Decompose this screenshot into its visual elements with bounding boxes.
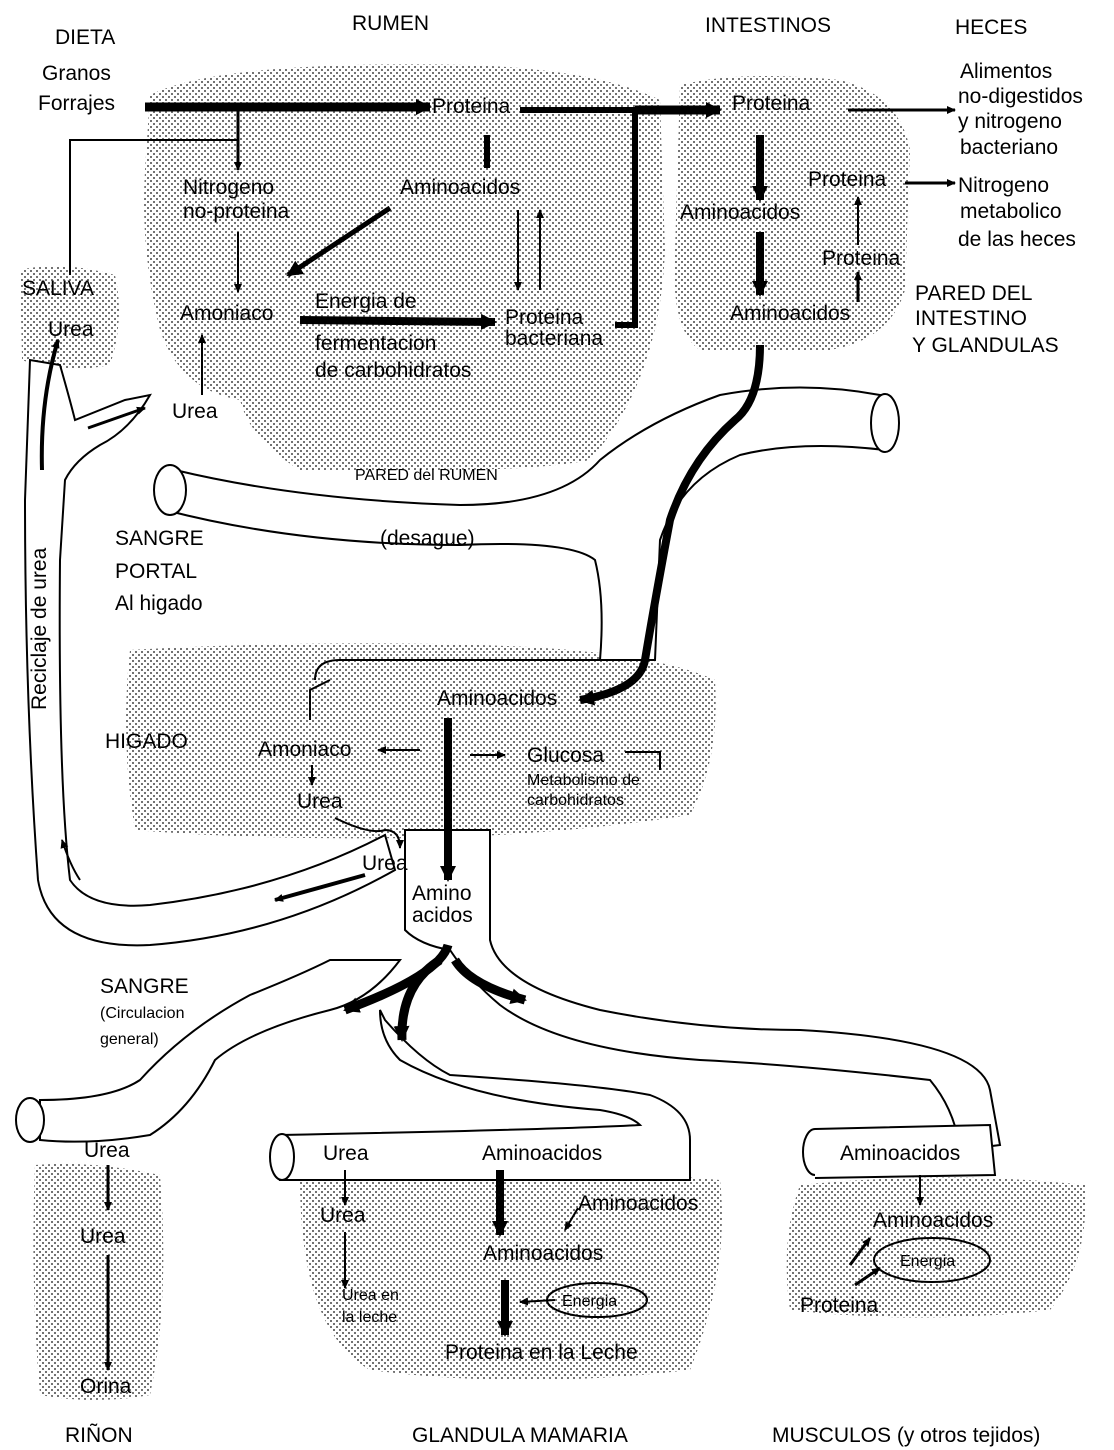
rumen-energia-1: Energia de [315,290,417,313]
mammary-energia: Energia [562,1293,617,1310]
intestine-pared-1: PARED DEL [915,282,1032,305]
blood-urea: Urea [362,852,408,875]
intestine-vessel-end [871,394,899,452]
blood-amino-2: acidos [412,904,473,927]
rumen-energia-2: fermentacion [315,332,436,355]
mammary-proteina: Proteina en la Leche [445,1341,638,1364]
arrow-split-mid [402,960,440,1040]
muscle-aminoacidos-2: Aminoacidos [873,1209,993,1232]
intestine-pared-3: Y GLANDULAS [912,334,1059,357]
diet-forrajes: Forrajes [38,92,115,115]
mammary-vessel-end [270,1134,294,1180]
intestine-proteina-wall-2: Proteina [822,247,901,270]
intestine-proteina-wall-1: Proteina [808,168,887,191]
portal-line-3: Al higado [115,592,203,615]
liver-metab-2: carbohidratos [527,792,624,809]
rumen-proteina: Proteina [432,95,511,118]
kidney-region [33,1164,163,1400]
liver-metab-1: Metabolismo de [527,772,640,789]
liver-label: HIGADO [105,730,188,753]
kidney-orina: Orina [80,1375,132,1398]
blood-sangre-2: (Circulacion [100,1005,184,1022]
header-glandula: GLANDULA MAMARIA [412,1424,628,1447]
header-heces: HECES [955,16,1027,39]
arrow-amon-bact [300,320,495,322]
header-intestinos: INTESTINOS [705,14,831,37]
mammary-aminoacidos-3: Aminoacidos [483,1242,603,1265]
feces-line-3: y nitrogeno [958,110,1062,133]
kidney-vessel-end [16,1098,44,1142]
saliva-label: SALIVA [22,277,94,300]
header-musculos: MUSCULOS (y otros tejidos) [772,1424,1040,1447]
portal-line-1: SANGRE [115,527,204,550]
rumen-nitrogeno-1: Nitrogeno [183,176,274,199]
rumen-energia-3: de carbohidratos [315,359,471,382]
rumen-bacterial-2: bacteriana [505,327,603,350]
rumen-pared: PARED del RUMEN [355,467,498,484]
kidney-vein [40,960,400,1142]
rumen-amoniaco: Amoniaco [180,302,273,325]
muscle-aminoacidos-1: Aminoacidos [840,1142,960,1165]
mammary-aminoacidos-1: Aminoacidos [482,1142,602,1165]
feces-metab-3: de las heces [958,228,1076,251]
rumen-region [144,64,665,470]
liver-aminoacidos: Aminoacidos [437,687,557,710]
kidney-urea-2: Urea [80,1225,126,1248]
liver-glucosa: Glucosa [527,744,604,767]
intestine-proteina: Proteina [732,92,811,115]
rumen-aminoacidos: Aminoacidos [400,176,520,199]
liver-region [126,643,716,838]
mammary-urea-2: Urea [320,1204,366,1227]
feces-line-4: bacteriano [960,136,1058,159]
liver-urea: Urea [297,790,343,813]
feces-metab-2: metabolico [960,200,1062,223]
intestine-aminoacidos-1: Aminoacidos [680,201,800,224]
rumen-vessel-end [154,465,186,515]
intestine-pared-2: INTESTINO [915,307,1027,330]
portal-line-2: PORTAL [115,560,197,583]
rumen-bacterial-1: Proteina [505,306,584,329]
mammary-leche-1: Urea en [342,1287,399,1304]
feces-line-2: no-digestidos [958,85,1083,108]
header-rumen: RUMEN [352,12,429,35]
portal-desague: (desague) [380,527,475,550]
feces-line-1: Alimentos [960,60,1052,83]
intestine-aminoacidos-2: Aminoacidos [730,302,850,325]
blood-sangre-3: general) [100,1031,159,1048]
mammary-aminoacidos-2: Aminoacidos [578,1192,698,1215]
muscle-energia: Energia [900,1253,955,1270]
blood-sangre-1: SANGRE [100,975,189,998]
recycle-label: Reciclaje de urea [28,547,51,710]
kidney-urea-1: Urea [84,1139,130,1162]
feces-metab-1: Nitrogeno [958,174,1049,197]
diet-granos: Granos [42,62,111,85]
mammary-urea-1: Urea [323,1142,369,1165]
blood-amino-1: Amino [412,882,472,905]
muscle-proteina: Proteina [800,1294,879,1317]
mammary-leche-2: la leche [342,1309,397,1326]
liver-amoniaco: Amoniaco [258,738,351,761]
saliva-urea: Urea [48,318,94,341]
header-rinon: RIÑON [65,1423,133,1447]
header-dieta: DIETA [55,26,115,49]
rumen-urea: Urea [172,400,218,423]
rumen-nitrogeno-2: no-proteina [183,200,290,223]
